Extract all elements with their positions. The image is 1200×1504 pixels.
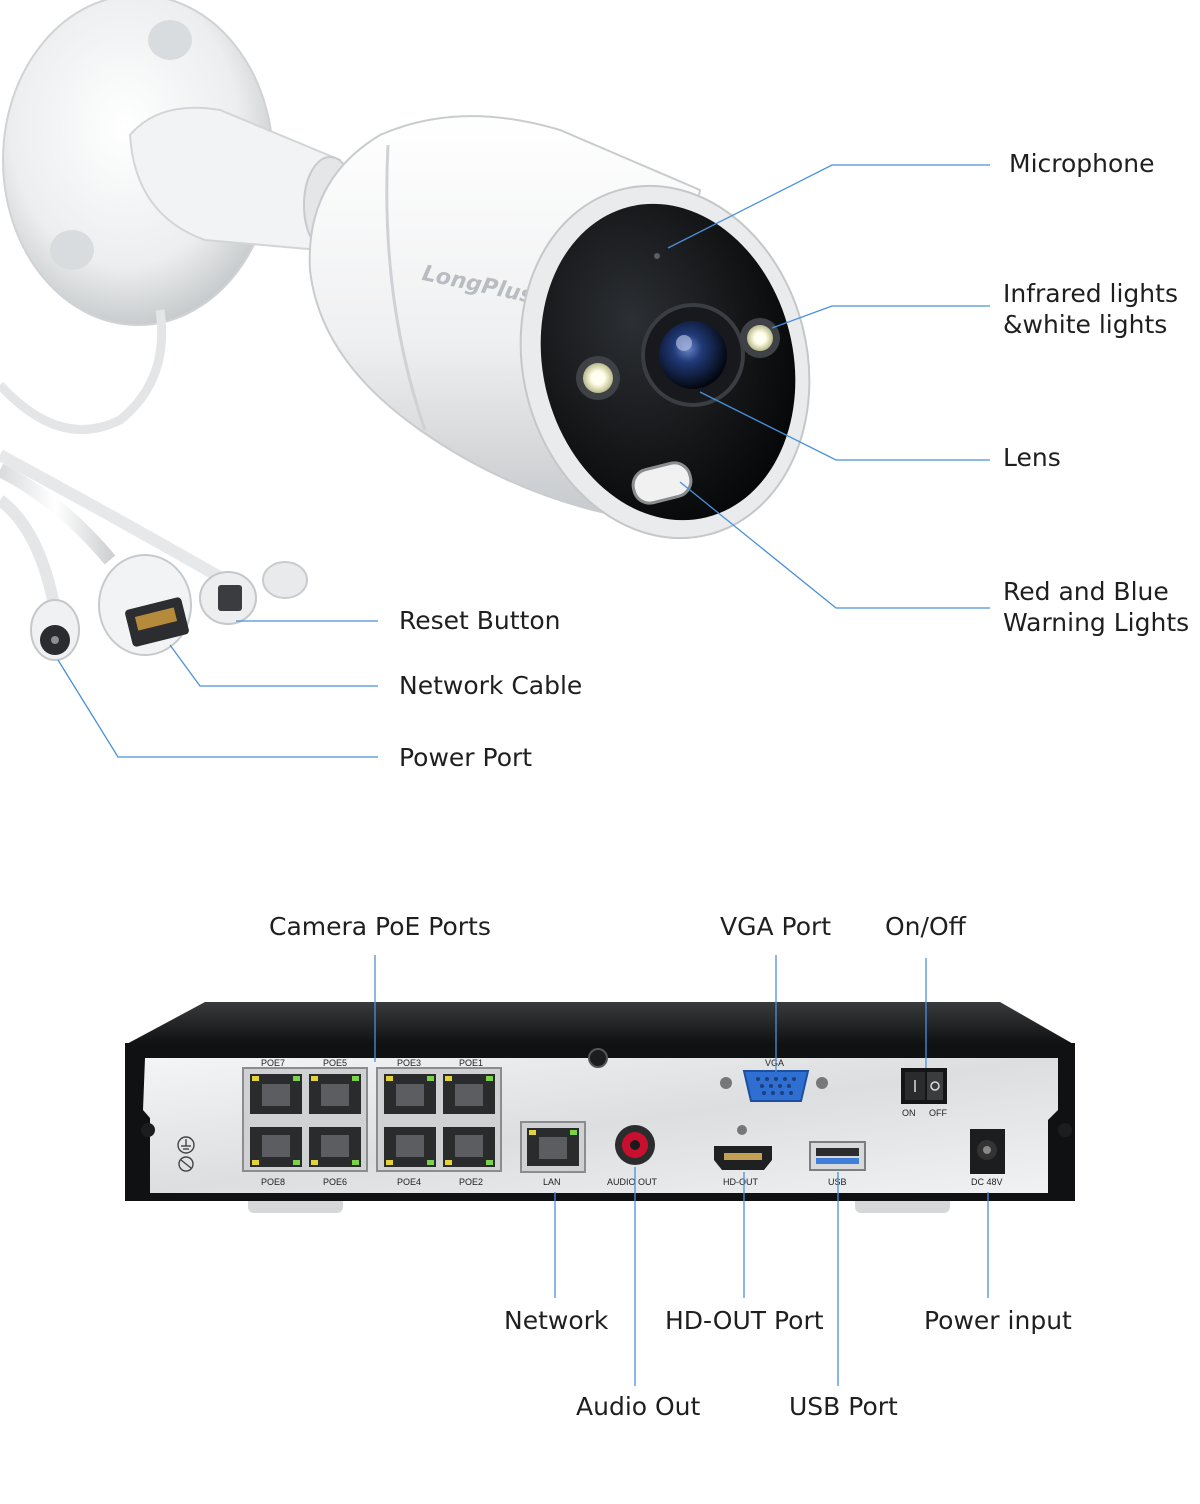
network-connector bbox=[98, 554, 192, 656]
hdout-port bbox=[714, 1146, 772, 1170]
label-vga: VGA bbox=[765, 1058, 784, 1068]
label-poe7: POE7 bbox=[261, 1058, 285, 1068]
camera-cables bbox=[0, 449, 308, 661]
label-audio-out: AUDIO OUT bbox=[607, 1177, 658, 1187]
label-microphone: Microphone bbox=[1009, 149, 1155, 178]
power-port-connector bbox=[30, 599, 80, 661]
label-reset-button: Reset Button bbox=[399, 606, 561, 635]
label-power-input: Power input bbox=[924, 1306, 1072, 1335]
audio-out-jack bbox=[615, 1125, 655, 1165]
dc-input bbox=[970, 1129, 1005, 1174]
label-dc: DC 48V bbox=[971, 1177, 1003, 1187]
label-network: Network bbox=[504, 1306, 609, 1335]
white-light-left bbox=[583, 363, 613, 393]
power-switch bbox=[901, 1068, 947, 1104]
ground-icon bbox=[177, 1136, 195, 1172]
label-audio-out: Audio Out bbox=[576, 1392, 701, 1421]
microphone-hole bbox=[654, 253, 660, 259]
usb-port bbox=[809, 1141, 866, 1171]
lan-port bbox=[520, 1121, 586, 1173]
label-poe8: POE8 bbox=[261, 1177, 285, 1187]
poe-leds bbox=[252, 1076, 493, 1165]
white-light-right bbox=[747, 325, 773, 351]
label-on: ON bbox=[902, 1108, 916, 1118]
label-camera-poe-ports: Camera PoE Ports bbox=[269, 912, 491, 941]
warning-light bbox=[631, 461, 693, 505]
label-infrared-lights: Infrared lights&white lights bbox=[1003, 279, 1178, 339]
label-hd-out: HD-OUT bbox=[723, 1177, 758, 1187]
label-poe4: POE4 bbox=[397, 1177, 421, 1187]
nvr-device: POE7 POE5 POE3 POE1 POE8 POE6 POE4 POE2 … bbox=[125, 1002, 1075, 1213]
nvr-leader-lines bbox=[374, 955, 989, 1386]
label-vga-port: VGA Port bbox=[720, 912, 832, 941]
label-usb-port: USB Port bbox=[789, 1392, 898, 1421]
camera-face bbox=[519, 184, 811, 540]
label-lan: LAN bbox=[543, 1177, 561, 1187]
camera-leader-lines bbox=[57, 164, 990, 758]
label-poe5: POE5 bbox=[323, 1058, 347, 1068]
label-poe1: POE1 bbox=[459, 1058, 483, 1068]
label-poe3: POE3 bbox=[397, 1058, 421, 1068]
lens bbox=[659, 321, 727, 389]
vga-connector bbox=[742, 1070, 810, 1102]
label-poe2: POE2 bbox=[459, 1177, 483, 1187]
label-hd-out-port: HD-OUT Port bbox=[665, 1306, 824, 1335]
label-on-off: On/Off bbox=[885, 912, 966, 941]
label-poe6: POE6 bbox=[323, 1177, 347, 1187]
reset-connector bbox=[199, 561, 308, 625]
label-power-port: Power Port bbox=[399, 743, 533, 772]
label-lens: Lens bbox=[1003, 443, 1061, 472]
label-off: OFF bbox=[929, 1108, 947, 1118]
label-usb: USB bbox=[828, 1177, 847, 1187]
label-network-cable: Network Cable bbox=[399, 671, 583, 700]
